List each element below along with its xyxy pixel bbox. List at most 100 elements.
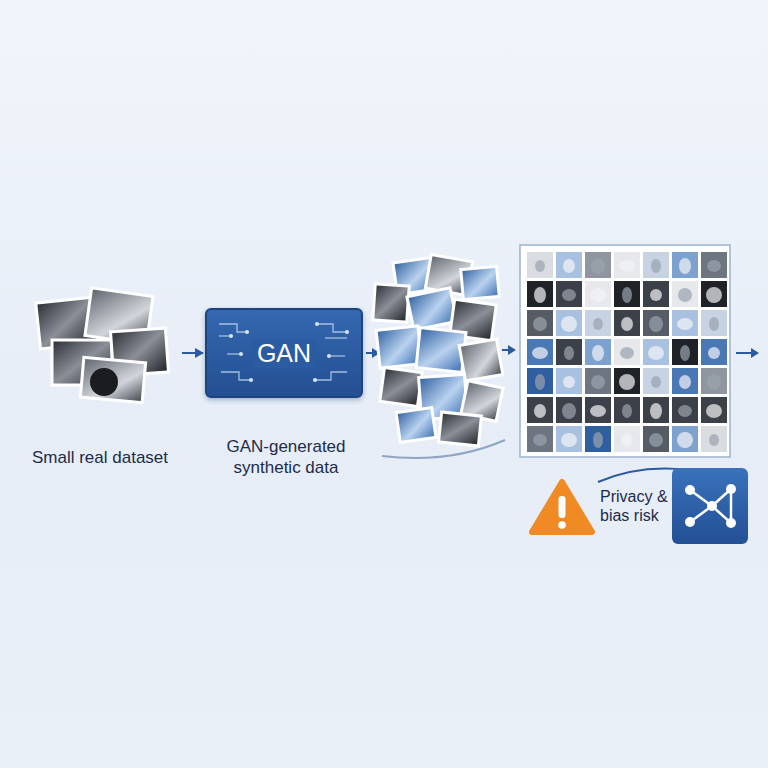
sample-thumbnail (701, 339, 727, 365)
sample-thumbnail-shape (679, 375, 691, 389)
sample-thumbnail (672, 310, 698, 336)
dataset-group: Small real dataset (20, 285, 180, 468)
sample-thumbnail-shape (622, 287, 632, 303)
photo-stack (36, 288, 169, 403)
sample-thumbnail-shape (562, 403, 576, 419)
synthetic-images (373, 255, 503, 446)
sample-thumbnail-shape (706, 404, 722, 418)
sample-thumbnail-shape (678, 288, 692, 302)
illustration-space (20, 285, 180, 403)
sample-thumbnail (643, 310, 669, 336)
sample-thumbnail (672, 281, 698, 307)
sample-thumbnail-shape (651, 376, 661, 388)
sample-thumbnail (614, 368, 640, 394)
sample-thumbnail (527, 339, 553, 365)
sample-thumbnail (701, 368, 727, 394)
sample-thumbnail (585, 310, 611, 336)
sample-thumbnail (672, 368, 698, 394)
sample-thumbnail (643, 281, 669, 307)
box-title: GAN (253, 339, 315, 368)
sample-thumbnail (585, 339, 611, 365)
sample-thumbnail (585, 252, 611, 278)
sample-thumbnail-shape (650, 403, 662, 419)
sample-thumbnail-shape (707, 374, 721, 390)
box-caption: GAN-generated synthetic data (195, 436, 377, 478)
sample-thumbnail-shape (535, 260, 545, 272)
sample-thumbnail-shape (679, 258, 691, 274)
sample-thumbnail-shape (591, 258, 605, 274)
sample-thumbnail (556, 252, 582, 278)
sample-thumbnail (527, 252, 553, 278)
sample-thumbnail-shape (533, 317, 547, 331)
sample-thumbnail-shape (650, 289, 662, 301)
sample-thumbnail (527, 426, 553, 452)
sample-grid (527, 252, 727, 452)
sample-thumbnail-shape (619, 260, 635, 272)
sample-thumbnail-shape (706, 287, 722, 303)
sample-thumbnail-shape (709, 434, 719, 446)
sample-thumbnail (556, 397, 582, 423)
sample-grid-frame (520, 245, 730, 457)
sample-thumbnail (585, 281, 611, 307)
sample-thumbnail (701, 426, 727, 452)
sample-thumbnail (527, 281, 553, 307)
sample-thumbnail-shape (590, 288, 606, 302)
sample-thumbnail-shape (591, 375, 605, 389)
sample-thumbnail (701, 397, 727, 423)
sample-thumbnail-shape (677, 432, 693, 448)
flow-arrow (736, 348, 759, 358)
sample-thumbnail (527, 397, 553, 423)
sample-thumbnail (614, 310, 640, 336)
sample-thumbnail (643, 426, 669, 452)
flow-arrow (502, 345, 516, 355)
sample-thumbnail-shape (564, 346, 574, 360)
sample-thumbnail-shape (535, 374, 545, 390)
risk-label: Privacy & bias risk (600, 487, 668, 525)
sample-thumbnail-shape (534, 404, 546, 418)
sample-thumbnail (701, 310, 727, 336)
sample-thumbnail-shape (649, 316, 663, 332)
sample-thumbnail-shape (678, 405, 692, 417)
sample-thumbnail-shape (561, 433, 577, 447)
group-label: Small real dataset (20, 447, 180, 468)
sample-thumbnail-shape (563, 259, 575, 273)
sample-thumbnail-shape (619, 374, 635, 390)
sample-thumbnail-shape (648, 346, 664, 360)
sample-thumbnail-shape (562, 289, 576, 301)
sample-thumbnail (614, 281, 640, 307)
sample-thumbnail-shape (708, 347, 720, 359)
sample-thumbnail-shape (707, 260, 721, 272)
sample-thumbnail-shape (620, 347, 634, 359)
sample-thumbnail-shape (593, 318, 603, 330)
sample-thumbnail-shape (621, 317, 633, 331)
sample-thumbnail (672, 252, 698, 278)
sample-thumbnail (556, 310, 582, 336)
sample-thumbnail-shape (593, 432, 603, 448)
sample-thumbnail-shape (590, 405, 606, 417)
sample-thumbnail (643, 339, 669, 365)
sample-thumbnail (614, 426, 640, 452)
sample-thumbnail (614, 252, 640, 278)
sample-thumbnail (614, 397, 640, 423)
sample-thumbnail (527, 310, 553, 336)
sample-thumbnail-shape (621, 434, 633, 446)
sample-thumbnail-shape (534, 287, 546, 303)
network-icon (672, 468, 748, 544)
sample-thumbnail-shape (680, 345, 690, 361)
sample-thumbnail (585, 368, 611, 394)
sample-thumbnail (672, 397, 698, 423)
sample-thumbnail (643, 368, 669, 394)
sample-thumbnail (701, 252, 727, 278)
sample-thumbnail-shape (532, 347, 548, 359)
sample-thumbnail (556, 368, 582, 394)
sample-thumbnail-shape (592, 345, 604, 361)
sample-thumbnail (672, 426, 698, 452)
sample-thumbnail (672, 339, 698, 365)
sample-thumbnail-shape (561, 316, 577, 332)
sample-thumbnail (701, 281, 727, 307)
sample-thumbnail (643, 397, 669, 423)
swoosh (382, 440, 505, 458)
sample-thumbnail (527, 368, 553, 394)
